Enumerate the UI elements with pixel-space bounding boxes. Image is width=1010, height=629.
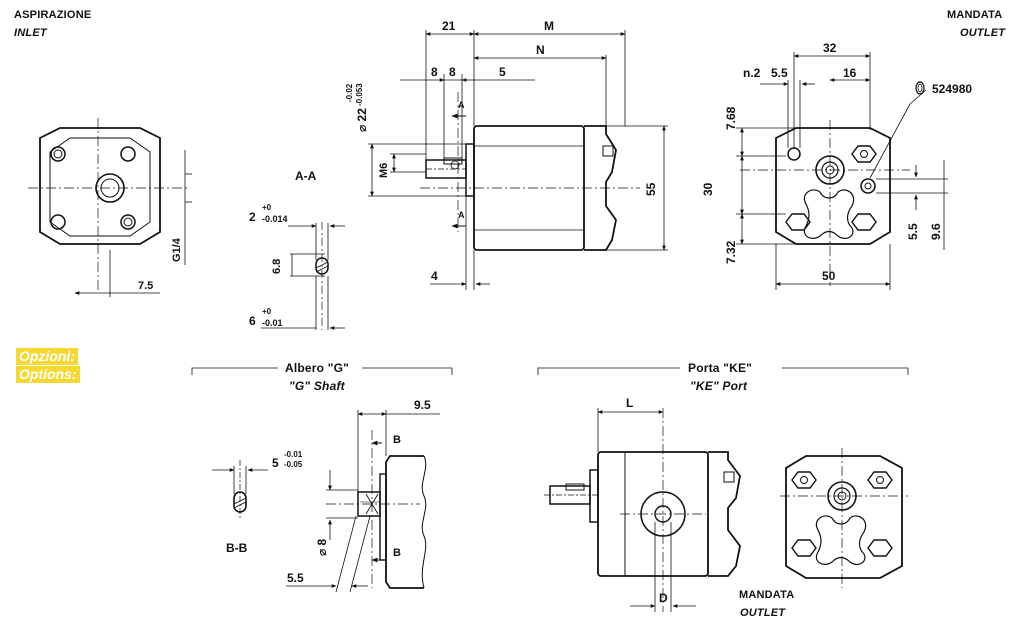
- dim-pilot-tol-upper: -0.02: [345, 83, 354, 102]
- dim-5: 5: [499, 65, 506, 79]
- section-aa-label: A-A: [295, 169, 317, 183]
- shaft-title-it: Albero "G": [285, 361, 350, 375]
- dim-16: 16: [843, 66, 857, 80]
- dim-g-flat-tol-lower: -0.05: [284, 460, 303, 469]
- dim-pilot-dia: ⌀ 22: [355, 108, 369, 132]
- dim-9-6: 9.6: [929, 223, 943, 240]
- side-view-rear-cover: [584, 125, 617, 251]
- dim-pilot-tol-lower: -0.053: [355, 83, 364, 106]
- dim-5-5-top: 5.5: [771, 66, 788, 80]
- inlet-label-it: ASPIRAZIONE: [14, 9, 92, 21]
- dim-7-32: 7.32: [724, 240, 738, 264]
- g-shaft-body: [385, 455, 424, 589]
- dim-height-55: 55: [644, 182, 658, 196]
- dim-g-flat: 5: [272, 456, 279, 470]
- ke-flange: [597, 451, 709, 577]
- inlet-label-en: INLET: [14, 27, 47, 39]
- outlet-label-en: OUTLET: [960, 27, 1006, 39]
- g-shaft-view: [286, 410, 440, 593]
- port-title-en: "KE" Port: [690, 379, 748, 393]
- section-bb-label: B-B: [226, 541, 248, 555]
- dim-ke-D: D: [659, 591, 668, 605]
- dim-30: 30: [701, 182, 715, 196]
- options-badge-en: Options:: [16, 366, 80, 383]
- inlet-bolt-br: [120, 214, 136, 230]
- section-rules: [191, 367, 909, 375]
- section-mark-a-top: A: [458, 100, 465, 110]
- section-bb-drawing: [212, 460, 268, 520]
- dim-M: M: [544, 19, 554, 33]
- g-shaft-pilot: [379, 473, 387, 561]
- ke-port-rear-view: [780, 448, 908, 588]
- options-badge-it: Opzioni:: [16, 348, 78, 365]
- dim-shaft-flat: 6: [249, 314, 256, 328]
- dim-g-len: 9.5: [414, 398, 431, 412]
- port-title-it: Porta "KE": [688, 361, 753, 375]
- dim-inlet-port: G1/4: [171, 237, 183, 262]
- dim-5-5-right: 5.5: [906, 223, 920, 240]
- dim-32: 32: [823, 41, 837, 55]
- dim-N: N: [536, 43, 545, 57]
- port-outlet-label-en: OUTLET: [740, 607, 786, 619]
- section-mark-b-bottom: B: [393, 547, 401, 559]
- dim-shaft-flat-tol-lower: -0.01: [262, 318, 283, 328]
- dim-inlet-offset: 7.5: [138, 280, 153, 292]
- port-outlet-label-it: MANDATA: [739, 589, 795, 601]
- dim-shaft-flat-tol-upper: +0: [262, 307, 272, 316]
- ke-port-side-view: [544, 408, 741, 612]
- dim-50: 50: [822, 269, 836, 283]
- dim-n2: n.2: [743, 66, 761, 80]
- dim-thread: M6: [378, 163, 390, 178]
- section-aa-drawing: [261, 222, 345, 330]
- dim-key-width-tol-upper: +0: [262, 203, 272, 212]
- inlet-bolt-bl: [50, 214, 66, 230]
- section-mark-a-bottom: A: [458, 210, 465, 220]
- dim-7-68: 7.68: [724, 106, 738, 130]
- dim-g-flat-tol-upper: -0.01: [284, 450, 303, 459]
- dim-8a: 8: [431, 65, 438, 79]
- dim-21: 21: [442, 19, 456, 33]
- outlet-gear-cavity: [803, 189, 855, 240]
- outlet-bolt-tl: [787, 147, 801, 161]
- dim-flange-4: 4: [431, 269, 438, 283]
- inlet-view: [28, 118, 192, 297]
- shaft-title-en: "G" Shaft: [289, 379, 345, 393]
- part-number: 524980: [932, 82, 972, 96]
- dim-key-width: 2: [249, 210, 256, 224]
- dim-key-width-tol-lower: -0.014: [262, 214, 288, 224]
- inlet-bolt-tr: [120, 146, 136, 162]
- side-view: [368, 30, 668, 290]
- outlet-label-it: MANDATA: [947, 9, 1003, 21]
- inlet-bolt-tl: [50, 146, 66, 162]
- outlet-body-outline: [775, 127, 891, 245]
- dim-g-chamfer: 5.5: [287, 571, 304, 585]
- dim-8b: 8: [449, 65, 456, 79]
- inlet-inner-flange: [49, 137, 151, 237]
- outlet-port: [860, 178, 876, 194]
- outlet-view: [736, 52, 948, 290]
- dim-ke-L: L: [626, 396, 633, 410]
- side-view-key: [443, 157, 463, 165]
- dim-g-dia: ⌀ 8: [315, 538, 329, 556]
- inlet-body-outline: [39, 127, 161, 245]
- section-mark-b-top: B: [393, 434, 401, 446]
- dim-key-height: 6.8: [271, 259, 283, 274]
